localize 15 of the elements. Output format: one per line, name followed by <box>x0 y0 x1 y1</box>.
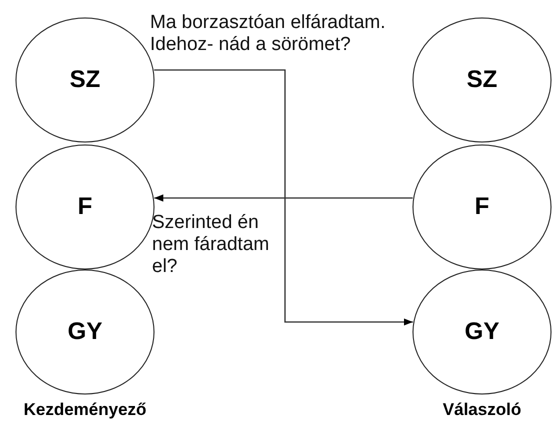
speech-text: Szerinted én nem fáradtam el? <box>152 212 270 278</box>
ego-state-label: GY <box>464 318 500 346</box>
arrow <box>154 194 413 202</box>
ego-state-circle <box>412 144 552 270</box>
ego-state-circle <box>412 17 552 143</box>
role-label: Válaszoló <box>442 400 522 420</box>
ego-state-label: F <box>78 193 92 221</box>
speech-text: Ma borzasztóan elfáradtam. Idehoz- nád a sörömet? <box>150 12 387 56</box>
ego-state-label: GY <box>68 318 102 346</box>
ego-state-label: F <box>474 193 490 221</box>
ego-state-label: SZ <box>70 66 100 94</box>
ego-state-circle <box>412 269 552 395</box>
arrow <box>154 69 413 326</box>
ego-state-label: SZ <box>466 66 498 94</box>
role-label: Kezdeményező <box>24 400 146 420</box>
